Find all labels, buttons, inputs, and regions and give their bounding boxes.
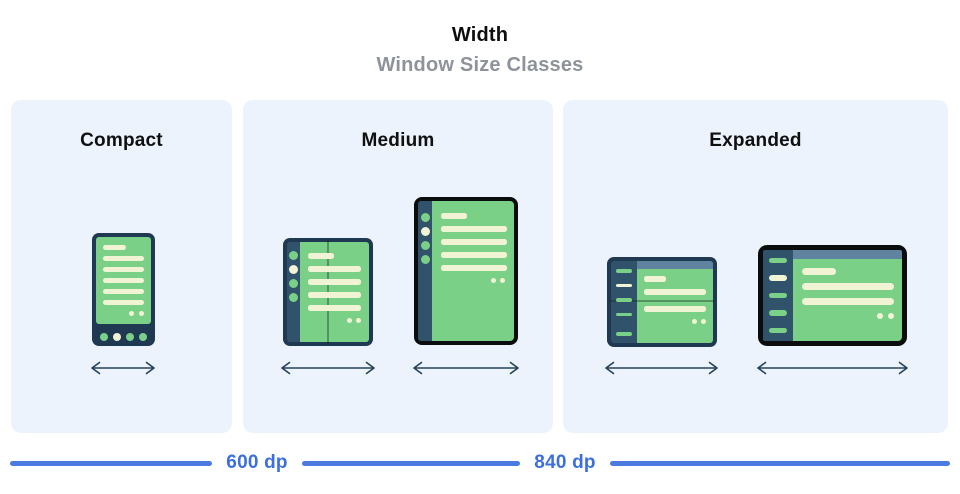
nav-rail (287, 242, 300, 342)
rail-dot-icon (420, 213, 430, 222)
nav-drawer (611, 261, 637, 343)
diagram-header: Width Window Size Classes (0, 24, 960, 77)
rail-dot-icon (289, 251, 298, 260)
rail-dot-icon (420, 255, 430, 264)
content-line (644, 289, 706, 295)
panel-expanded-label: Expanded (709, 130, 802, 151)
content-line (103, 289, 144, 294)
width-arrow-icon (279, 360, 377, 376)
open-foldable-icon (283, 238, 373, 346)
content-line (802, 283, 894, 290)
content-line (441, 252, 507, 258)
content-line (802, 298, 894, 305)
phone-nav-dots (92, 333, 155, 341)
content-line (103, 300, 144, 305)
action-dots (103, 311, 144, 316)
breakpoint-600dp-label: 600 dp (226, 452, 288, 473)
nav-dot-icon (113, 333, 121, 341)
content-line (308, 292, 361, 298)
phone-screen (96, 237, 151, 324)
menu-line (769, 292, 787, 299)
width-arrow-icon (89, 360, 157, 376)
rail-dot-icon (420, 241, 430, 250)
diagram-subtitle: Window Size Classes (376, 54, 584, 76)
nav-drawer (763, 250, 793, 341)
nav-dot-icon (100, 333, 108, 341)
foldable-screen (637, 261, 713, 343)
ruler-line-segment (610, 461, 950, 466)
action-dots (308, 318, 361, 323)
panel-medium-label: Medium (361, 130, 435, 151)
panel-medium: Medium (243, 100, 553, 433)
landscape-tablet-icon (758, 245, 907, 346)
content-line (644, 306, 706, 312)
panel-compact: Compact (11, 100, 232, 433)
dot-icon (500, 278, 505, 283)
content-line (441, 226, 507, 232)
tablet-screen (793, 250, 902, 341)
dot-icon (692, 319, 697, 324)
menu-line (769, 327, 787, 334)
ruler-line-segment (10, 461, 212, 466)
rail-dot-icon (289, 265, 298, 274)
width-arrow-icon (411, 360, 521, 376)
foldable-screen (300, 242, 369, 342)
content-line (308, 253, 334, 259)
content-line (441, 213, 467, 219)
content-line (644, 276, 666, 282)
dot-icon (139, 311, 144, 316)
content-line (802, 268, 836, 275)
content-line (103, 278, 144, 283)
dot-icon (491, 278, 496, 283)
app-bar (637, 261, 713, 269)
content-line (308, 266, 361, 272)
diagram-title: Width (451, 24, 509, 46)
content-line (441, 265, 507, 271)
rail-dot-icon (289, 279, 298, 288)
dot-icon (888, 313, 894, 319)
portrait-tablet-icon (414, 197, 518, 345)
nav-dot-icon (139, 333, 147, 341)
landscape-foldable-icon (607, 257, 717, 347)
content-line (103, 256, 144, 261)
menu-line (616, 298, 632, 302)
menu-line (769, 275, 787, 281)
menu-line (769, 310, 787, 316)
ruler-line-segment (302, 461, 520, 466)
breakpoint-840dp-label: 840 dp (534, 452, 596, 473)
rail-dot-icon (420, 227, 430, 236)
fold-line (609, 300, 715, 302)
menu-line (769, 258, 787, 264)
dot-icon (347, 318, 352, 323)
width-arrow-icon (603, 360, 720, 376)
dot-icon (129, 311, 134, 316)
action-dots (802, 313, 894, 319)
menu-line (616, 332, 632, 336)
dot-icon (701, 319, 706, 324)
content-line (103, 267, 144, 272)
menu-line (616, 312, 632, 317)
width-arrow-icon (755, 360, 910, 376)
panel-compact-label: Compact (80, 130, 163, 151)
nav-dot-icon (126, 333, 134, 341)
action-dots (644, 319, 706, 324)
content-line (103, 245, 126, 250)
action-dots (441, 278, 505, 283)
content-line (441, 239, 507, 245)
dot-icon (356, 318, 361, 323)
dot-icon (877, 313, 883, 319)
content-line (308, 305, 361, 311)
rail-dot-icon (289, 293, 298, 302)
app-bar (793, 250, 902, 259)
phone-icon (92, 233, 155, 346)
panel-expanded: Expanded (563, 100, 948, 433)
nav-rail (418, 201, 432, 341)
menu-line (616, 283, 632, 288)
menu-line (616, 269, 632, 273)
content-line (308, 279, 361, 285)
tablet-screen (432, 201, 514, 341)
